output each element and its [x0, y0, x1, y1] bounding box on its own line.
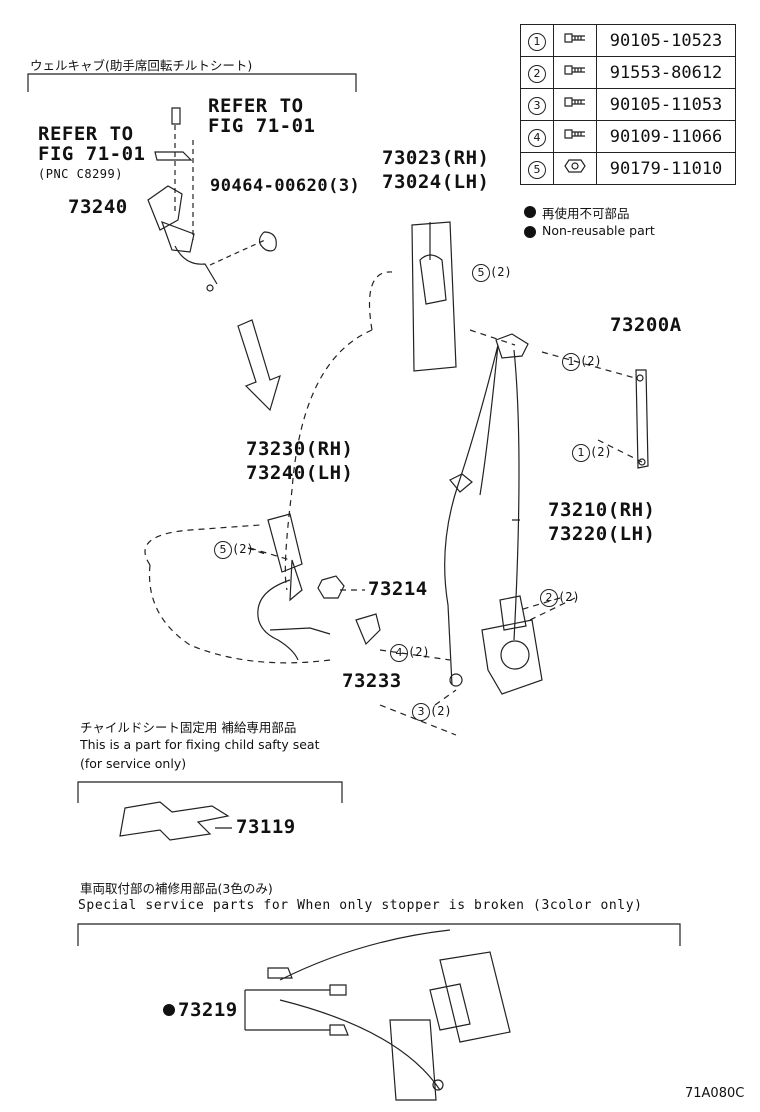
inset-buckle-icon [147, 185, 195, 253]
fastener-part-number: 90105-11053 [609, 94, 723, 115]
buckle-cover-icon [355, 613, 381, 646]
flow-arrow-icon [237, 319, 281, 412]
belt-guide-icon [411, 221, 457, 372]
child-seat-bracket [77, 781, 343, 803]
service-belt-icon [279, 929, 451, 1101]
fastener-part-number: 90109-11066 [609, 126, 723, 147]
nonreusable-jp: 再使用不可部品 [542, 206, 630, 221]
nonreusable-dot-icon [524, 206, 536, 218]
callout-1b: 1(2) [572, 441, 612, 462]
nonreusable-dot-icon [524, 226, 536, 238]
inset-bracket-top [27, 73, 357, 92]
buckle-nut-icon [317, 575, 345, 599]
fastener-part-number: 90179-11010 [609, 158, 723, 179]
nonreusable-en: Non-reusable part [542, 223, 655, 238]
inset-title: ウェルキャブ(助手席回転チルトシート) [30, 58, 253, 73]
child-seat-plate-icon [119, 801, 230, 841]
callout-1a: 1(2) [562, 350, 602, 371]
callout-5a: 5(2) [472, 261, 512, 282]
service-jp: 車両取付部の補修用部品(3色のみ) [80, 881, 273, 896]
fastener-num: 4 [528, 129, 546, 147]
bolt-shoulder-icon [563, 129, 587, 149]
belt-webbing [444, 344, 520, 686]
part-buckle: 73230(RH)73240(LH) [246, 438, 354, 484]
part-anchor: 73200A [610, 314, 682, 336]
seat-outline [144, 271, 393, 664]
fastener-num: 1 [528, 33, 546, 51]
part-child-seat: 73119 [236, 816, 296, 838]
callout-2: 2(2) [540, 586, 580, 607]
part-buckle-nut: 73214 [368, 578, 428, 600]
fastener-row: 2 91553-80612 [520, 56, 736, 89]
callout-4: 4(2) [390, 641, 430, 662]
fastener-row: 5 90179-11010 [520, 152, 736, 185]
fastener-num: 2 [528, 65, 546, 83]
bolt-knurled-icon [563, 65, 587, 85]
fastener-part-number: 91553-80612 [609, 62, 723, 83]
buckle-main-icon [267, 513, 303, 573]
stopper-icon [329, 984, 349, 1036]
part-buckle-cover: 73233 [342, 670, 402, 692]
child-seat-jp: チャイルドシート固定用 補給専用部品 [80, 720, 297, 735]
inset-clip-icon [258, 231, 277, 252]
callout-5b: 5(2) [214, 538, 254, 559]
fastener-row: 3 90105-11053 [520, 88, 736, 121]
callout-3: 3(2) [412, 700, 452, 721]
service-bracket [77, 923, 681, 946]
service-part-dot-icon [163, 1004, 175, 1016]
service-en: Special service parts for When only stop… [78, 898, 643, 913]
child-seat-en1: This is a part for fixing child safty se… [80, 737, 320, 752]
part-service: 73219 [178, 999, 238, 1021]
inset-plate-icon [154, 151, 193, 161]
fastener-num: 3 [528, 97, 546, 115]
part-inset-buckle: 73240 [68, 196, 128, 218]
nut-hex-icon [563, 159, 587, 181]
child-seat-en2: (for service only) [80, 756, 187, 771]
fastener-num: 5 [528, 161, 546, 179]
fastener-row: 1 90105-10523 [520, 24, 736, 57]
fastener-part-number: 90105-10523 [609, 30, 723, 51]
fastener-table: 1 90105-10523 2 91553-80612 3 90105-11053 4 901… [520, 24, 736, 185]
part-retractor: 73210(RH)73220(LH) [548, 499, 656, 545]
bolt-flanged-icon [563, 33, 587, 53]
figure-code: 71A080C [685, 1086, 745, 1101]
anchor-plate-icon [635, 369, 649, 469]
fastener-row: 4 90109-11066 [520, 120, 736, 153]
part-inset-clip: 90464-00620(3) [210, 176, 361, 196]
part-shoulder-belt: 73023(RH)73024(LH) [382, 147, 490, 193]
retractor-icon [481, 619, 543, 695]
bolt-flanged-icon [563, 97, 587, 117]
